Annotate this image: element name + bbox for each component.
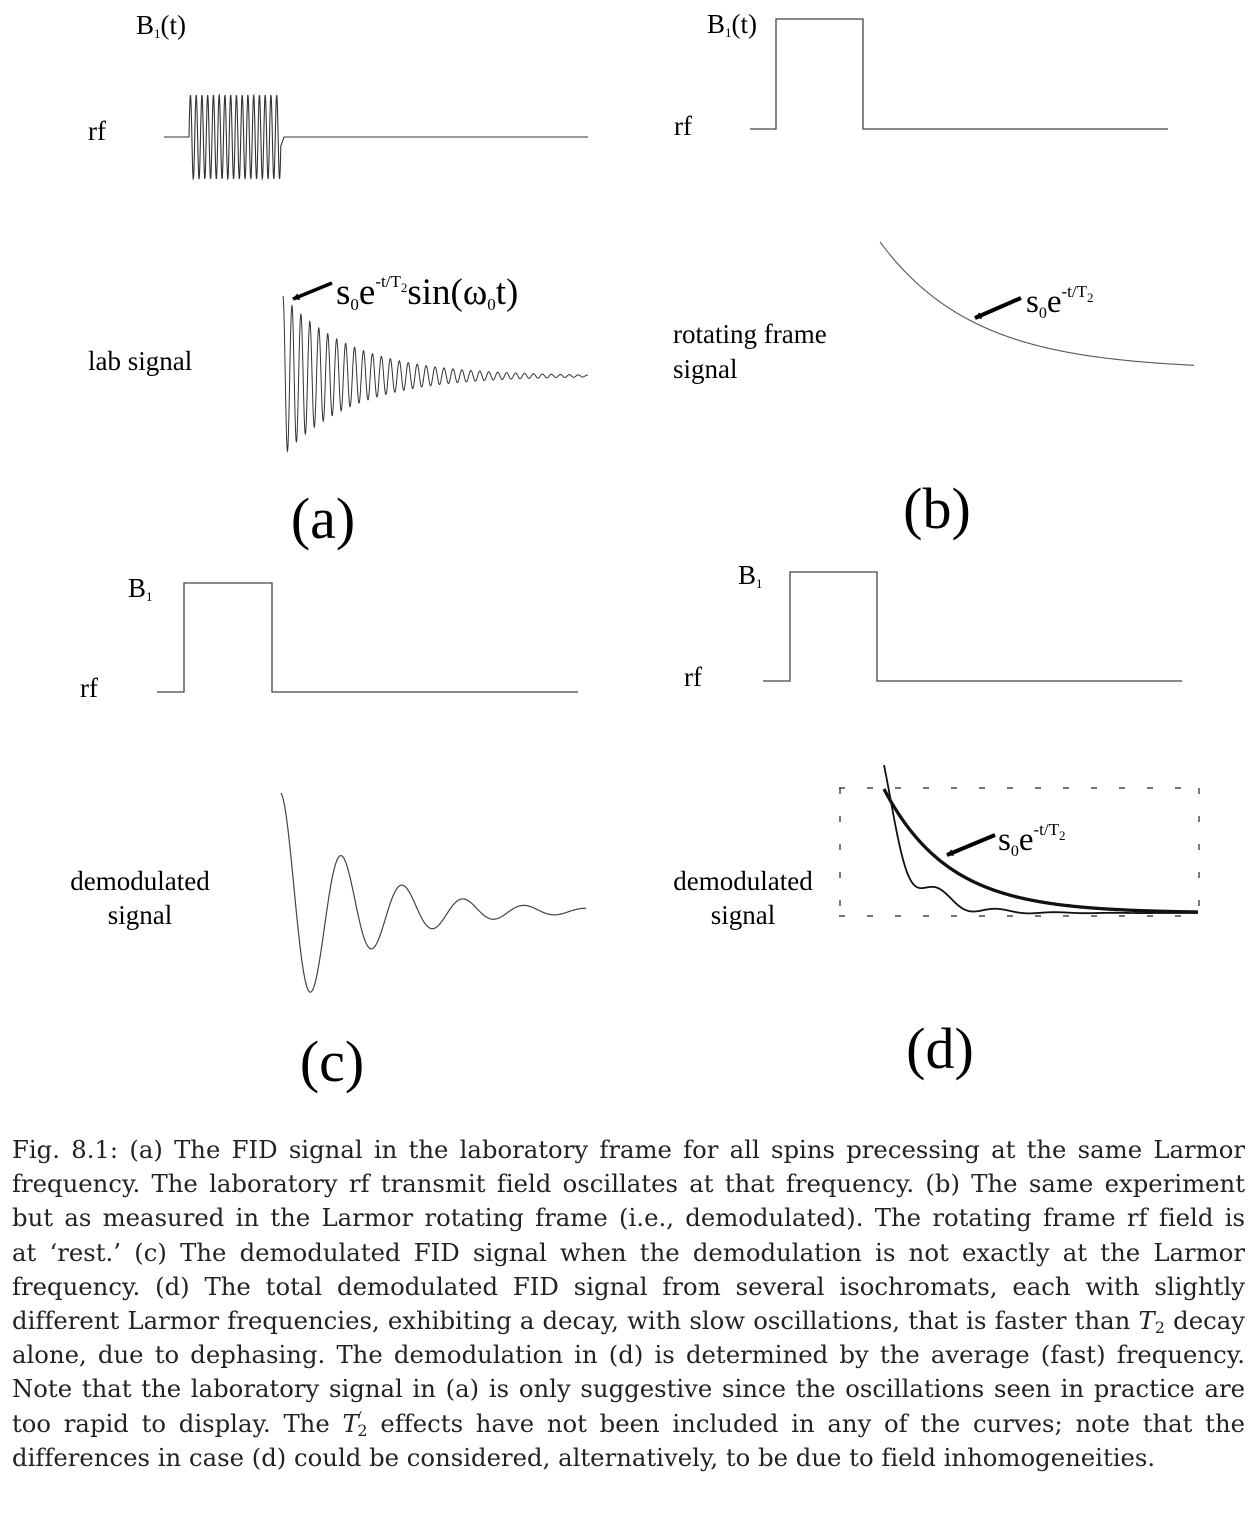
panel-c-field-label: B1 <box>128 573 153 604</box>
panel-d-formula: s0e-t/T2 <box>998 820 1066 860</box>
caption-line: frequency. The laboratory rf transmit fi… <box>12 1169 1245 1199</box>
panel-c-demodulated-signal-curve <box>280 792 587 993</box>
panel-a-field-label: B1(t) <box>136 10 186 41</box>
panel-d-signal-label-line2: signal <box>711 900 776 930</box>
panel-a-label: (a) <box>291 486 355 551</box>
panel-a-formula: s0e-t/T2sin(ω0t) <box>336 272 518 314</box>
panel-b-rf-label: rf <box>674 111 692 141</box>
panel-b-rf-pulse <box>750 18 1168 130</box>
caption-line: alone, due to dephasing. The demodulatio… <box>12 1340 1245 1370</box>
panel-a-lab-signal-curve <box>282 295 589 453</box>
caption-line: Fig. 8.1: (a) The FID signal in the labo… <box>12 1135 1245 1164</box>
panel-a-rf-pulse <box>164 93 588 181</box>
caption-line: Note that the laboratory signal in (a) i… <box>12 1374 1245 1404</box>
figure-caption: Fig. 8.1: (a) The FID signal in the labo… <box>12 1133 1245 1475</box>
caption-line: too rapid to display. The T′2 effects ha… <box>12 1407 1246 1440</box>
panel-b-signal-label-line2: signal <box>673 354 738 384</box>
panel-b-signal-label-line1: rotating frame <box>673 319 827 349</box>
panel-d-signal-label-line1: demodulated <box>673 866 813 896</box>
panel-a-rf-label: rf <box>88 116 106 146</box>
panel-b-formula: s0e-t/T2 <box>1026 282 1094 322</box>
panel-d-rf-label: rf <box>684 662 702 692</box>
panel-b-field-label: B1(t) <box>707 9 757 40</box>
panel-c-signal-label-line1: demodulated <box>70 866 210 896</box>
panel-a-formula-arrow <box>292 281 333 301</box>
caption-line: but as measured in the Larmor rotating f… <box>12 1203 1245 1233</box>
panel-d-envelope-curve <box>882 788 1199 914</box>
caption-line: different Larmor frequencies, exhibiting… <box>12 1306 1245 1338</box>
panel-d: B1 rf demodulated signal s0e-t/T2 (d) <box>673 560 1200 1081</box>
panel-c: B1 rf demodulated signal (c) <box>70 573 587 1094</box>
panel-d-label: (d) <box>906 1016 974 1081</box>
panel-d-rf-pulse <box>763 571 1182 682</box>
panel-d-total-signal-curve <box>883 764 1198 915</box>
figure-canvas: B1(t) rf lab signal s0e-t/T2sin(ω0t) (a)… <box>70 9 1200 1094</box>
panel-c-rf-label: rf <box>80 673 98 703</box>
panel-b-formula-arrow <box>974 296 1022 320</box>
caption-line: differences in case (d) could be conside… <box>12 1442 1156 1472</box>
panel-b: B1(t) rf rotating frame signal s0e-t/T2 … <box>673 9 1195 541</box>
caption-line: at ‘rest.’ (c) The demodulated FID signa… <box>12 1237 1245 1267</box>
panel-c-label: (c) <box>300 1029 364 1094</box>
panel-d-field-label: B1 <box>738 560 763 591</box>
panel-d-formula-arrow <box>946 833 996 857</box>
panel-b-label: (b) <box>903 476 971 541</box>
panel-b-rotating-signal-curve <box>879 241 1195 366</box>
panel-c-signal-label-line2: signal <box>108 900 173 930</box>
panel-c-rf-pulse <box>157 582 578 693</box>
caption-line: frequency. (d) The total demodulated FID… <box>12 1271 1245 1301</box>
panel-a-signal-label: lab signal <box>88 346 192 376</box>
panel-a: B1(t) rf lab signal s0e-t/T2sin(ω0t) (a) <box>88 10 589 551</box>
panel-d-plot-frame <box>839 787 1200 917</box>
